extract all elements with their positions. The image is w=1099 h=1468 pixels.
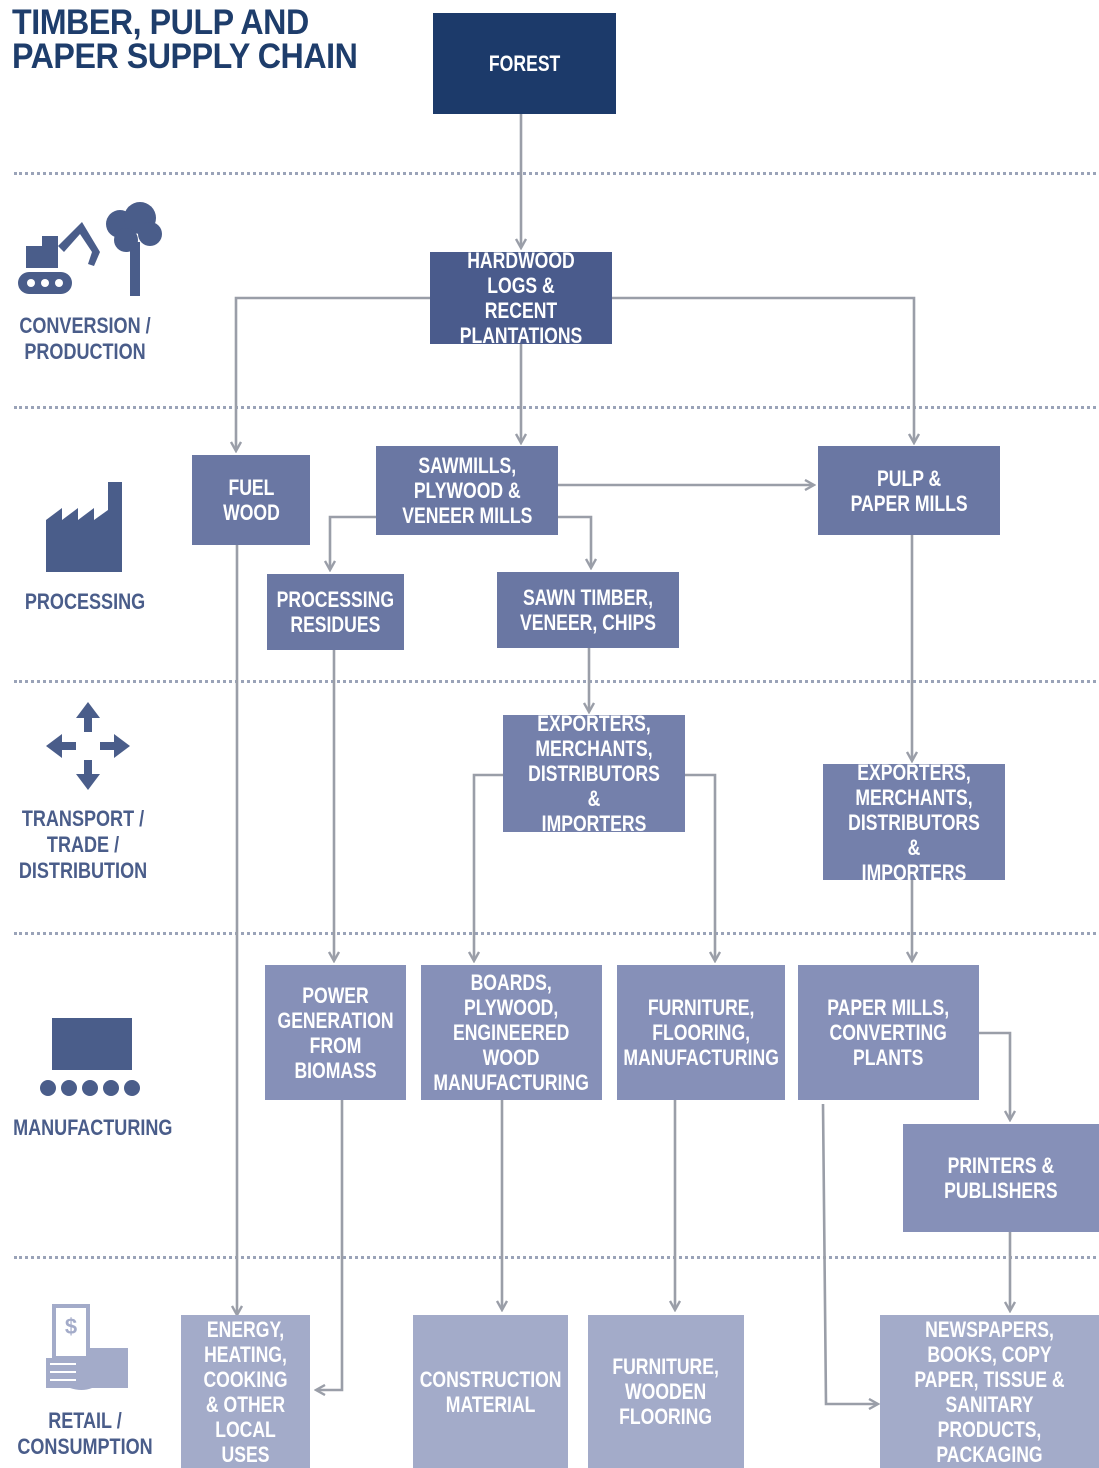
edge-papermills-newspapers <box>821 1103 878 1404</box>
excavator-and-tree-icon <box>14 200 164 305</box>
svg-text:$: $ <box>65 1314 77 1339</box>
edge-exporters-furniture <box>685 773 715 961</box>
four-arrows-icon <box>44 700 132 797</box>
stage-label-transport: TRANSPORT / TRADE / DISTRIBUTION <box>18 806 148 883</box>
stage-label-manufacturing: MANUFACTURING <box>13 1115 173 1140</box>
stage-separator <box>14 932 1096 935</box>
edge-hardwood-fuelwood <box>236 296 430 451</box>
edge-sawmills-residues <box>330 515 376 570</box>
edge-exporters-boards <box>474 773 503 961</box>
node-forest: FOREST <box>433 13 616 114</box>
node-pulp-paper-mills: PULP & PAPER MILLS <box>818 446 1000 535</box>
node-energy-local-uses: ENERGY, HEATING, COOKING & OTHER LOCAL U… <box>181 1315 310 1468</box>
node-hardwood-logs: HARDWOOD LOGS & RECENT PLANTATIONS <box>430 248 612 348</box>
node-power-generation: POWER GENERATION FROM BIOMASS <box>265 965 406 1100</box>
factory-icon <box>44 480 126 579</box>
conveyor-icon <box>38 1016 148 1103</box>
node-construction-material: CONSTRUCTION MATERIAL <box>413 1315 568 1468</box>
node-fuel-wood: FUEL WOOD <box>192 455 310 545</box>
stage-separator <box>14 1256 1096 1259</box>
edge-hardwood-pulp <box>612 296 914 443</box>
node-sawmills: SAWMILLS, PLYWOOD & VENEER MILLS <box>376 446 558 535</box>
hand-with-money-icon: $ <box>42 1302 134 1399</box>
edge-papermills-printers <box>979 1031 1010 1120</box>
stage-label-retail: RETAIL / CONSUMPTION <box>17 1408 153 1459</box>
title-line-1: TIMBER, PULP AND <box>12 3 309 42</box>
edge-power-energy <box>316 1100 344 1390</box>
node-paper-mills-converting: PAPER MILLS, CONVERTING PLANTS <box>798 965 979 1100</box>
node-exporters-paper: EXPORTERS, MERCHANTS, DISTRIBUTORS & IMP… <box>823 760 1005 885</box>
node-exporters-timber: EXPORTERS, MERCHANTS, DISTRIBUTORS & IMP… <box>503 711 685 836</box>
node-sawn-timber: SAWN TIMBER, VENEER, CHIPS <box>497 572 679 648</box>
stage-separator <box>14 172 1096 175</box>
diagram-title: TIMBER, PULP AND PAPER SUPPLY CHAIN <box>12 3 358 76</box>
node-printers-publishers: PRINTERS & PUBLISHERS <box>903 1124 1099 1232</box>
node-furniture-manufacturing: FURNITURE, FLOORING, MANUFACTURING <box>617 965 785 1100</box>
stage-label-processing: PROCESSING <box>24 589 146 614</box>
edge-sawmills-sawntimber <box>558 515 591 568</box>
node-boards-plywood: BOARDS, PLYWOOD, ENGINEERED WOOD MANUFAC… <box>421 965 602 1100</box>
title-line-2: PAPER SUPPLY CHAIN <box>12 37 358 76</box>
stage-label-conversion: CONVERSION / PRODUCTION <box>19 313 151 364</box>
node-furniture-wooden-flooring: FURNITURE, WOODEN FLOORING <box>588 1315 744 1468</box>
stage-separator <box>14 680 1096 683</box>
node-newspapers-packaging: NEWSPAPERS, BOOKS, COPY PAPER, TISSUE & … <box>880 1315 1099 1468</box>
node-processing-residues: PROCESSING RESIDUES <box>267 574 404 650</box>
stage-separator <box>14 406 1096 409</box>
